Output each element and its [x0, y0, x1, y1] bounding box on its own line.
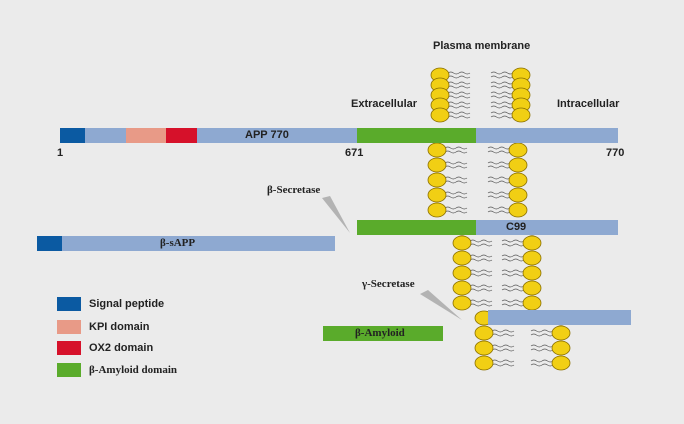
- extracellular-label: Extracellular: [351, 98, 418, 110]
- membrane-upper-lipid-icon: [430, 67, 531, 123]
- legend-label-ox2-domain: OX2 domain: [89, 342, 154, 354]
- legend-swatch-signal-peptide: [57, 297, 81, 311]
- legend-label-signal-peptide: Signal peptide: [89, 298, 165, 310]
- c99-amyloid-segment: [357, 220, 476, 235]
- amyloid-domain-segment: [357, 128, 476, 143]
- beta-amyloid-label: β-Amyloid: [355, 327, 405, 339]
- beta-secretase-label: β-Secretase: [267, 184, 321, 196]
- legend-label-kpi-domain: KPI domain: [89, 321, 150, 333]
- beta-secretase-wedge-icon: [322, 196, 350, 233]
- beta-sapp-signal-segment: [37, 236, 62, 251]
- legend-swatch-kpi-domain: [57, 320, 81, 334]
- intracellular-label: Intracellular: [557, 98, 620, 110]
- beta-amyloid-segment: [323, 326, 443, 341]
- beta-sapp-label: β-sAPP: [160, 237, 196, 249]
- legend-swatch-ox2-domain: [57, 341, 81, 355]
- plasma-membrane-label: Plasma membrane: [433, 40, 531, 52]
- c99-cytoplasmic-segment: [476, 220, 618, 235]
- position-1-label: 1: [57, 147, 64, 159]
- legend-label-amyloid-domain: β-Amyloid domain: [89, 364, 177, 376]
- position-770-label: 770: [606, 147, 625, 159]
- legend-swatch-amyloid-domain: [57, 363, 81, 377]
- beta-sapp-backbone: [37, 236, 335, 251]
- membrane-middle-lipid-icon: [427, 142, 528, 218]
- gamma-secretase-wedge-icon: [420, 290, 462, 320]
- signal-peptide-segment: [60, 128, 85, 143]
- app770-backbone: [60, 128, 618, 143]
- gamma-secretase-label: γ-Secretase: [362, 278, 415, 290]
- c99-label: C99: [506, 221, 527, 233]
- aicd-bar: [488, 310, 631, 325]
- position-671-label: 671: [345, 147, 364, 159]
- kpi-domain-segment: [126, 128, 166, 143]
- app770-label: APP 770: [245, 129, 289, 141]
- ox2-domain-segment: [166, 128, 197, 143]
